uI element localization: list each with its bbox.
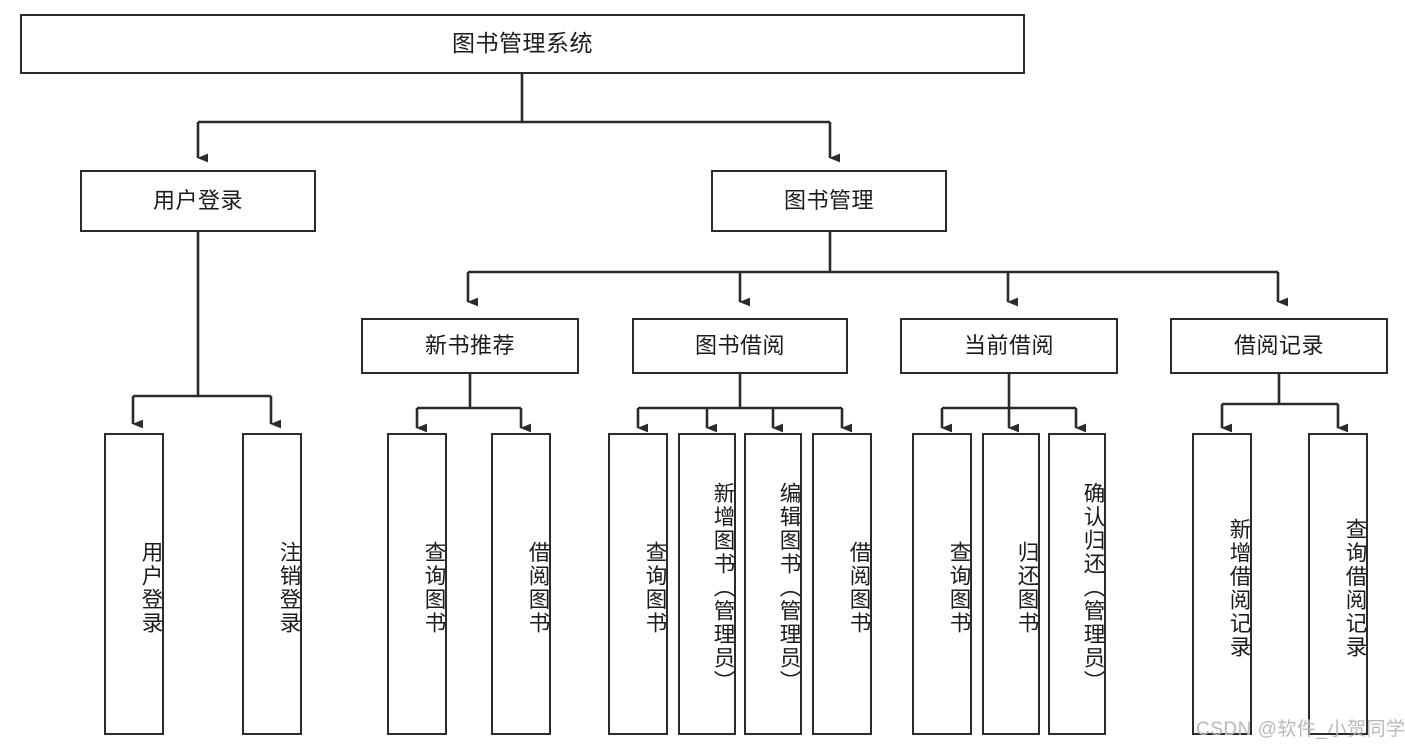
leaf-query-book-recommend[interactable]: 查询图书 bbox=[387, 433, 447, 735]
node-label: 归还图书 bbox=[1015, 541, 1039, 635]
node-label: 查询图书 bbox=[947, 541, 971, 635]
leaf-query-borrow-record[interactable]: 查询借阅记录 bbox=[1308, 433, 1368, 735]
node-label: 查询借阅记录 bbox=[1343, 517, 1367, 659]
node-new-book-recommend[interactable]: 新书推荐 bbox=[361, 318, 579, 374]
leaf-add-book-admin[interactable]: 新增图书（管理员） bbox=[678, 433, 736, 735]
node-book-borrow[interactable]: 图书借阅 bbox=[632, 318, 848, 374]
node-label: 借阅记录 bbox=[1233, 332, 1324, 358]
node-label: 查询图书 bbox=[422, 541, 446, 635]
node-label: 确认归还（管理员） bbox=[1081, 482, 1105, 694]
leaf-borrow-book[interactable]: 借阅图书 bbox=[812, 433, 872, 735]
node-label: 编辑图书（管理员） bbox=[777, 482, 801, 694]
node-label: 用户登录 bbox=[139, 541, 163, 635]
leaf-user-login[interactable]: 用户登录 bbox=[104, 433, 164, 735]
node-label: 图书管理 bbox=[783, 187, 874, 213]
leaf-add-borrow-record[interactable]: 新增借阅记录 bbox=[1192, 433, 1252, 735]
node-label: 查询图书 bbox=[643, 541, 667, 635]
leaf-return-book[interactable]: 归还图书 bbox=[982, 433, 1040, 735]
leaf-user-logout[interactable]: 注销登录 bbox=[242, 433, 302, 735]
node-label: 新增借阅记录 bbox=[1227, 517, 1251, 659]
leaf-borrow-book-recommend[interactable]: 借阅图书 bbox=[491, 433, 551, 735]
node-label: 图书管理系统 bbox=[452, 30, 593, 57]
node-borrow-record[interactable]: 借阅记录 bbox=[1170, 318, 1388, 374]
leaf-confirm-return-admin[interactable]: 确认归还（管理员） bbox=[1048, 433, 1106, 735]
leaf-edit-book-admin[interactable]: 编辑图书（管理员） bbox=[744, 433, 802, 735]
node-label: 注销登录 bbox=[277, 541, 301, 635]
node-root-system[interactable]: 图书管理系统 bbox=[20, 14, 1025, 74]
node-label: 用户登录 bbox=[152, 187, 243, 213]
node-user-login[interactable]: 用户登录 bbox=[80, 170, 316, 232]
node-book-management[interactable]: 图书管理 bbox=[711, 170, 947, 232]
node-label: 新书推荐 bbox=[424, 332, 515, 358]
node-label: 借阅图书 bbox=[526, 541, 550, 635]
node-label: 当前借阅 bbox=[963, 332, 1054, 358]
node-label: 图书借阅 bbox=[694, 332, 785, 358]
leaf-query-book-borrow[interactable]: 查询图书 bbox=[608, 433, 668, 735]
node-current-borrow[interactable]: 当前借阅 bbox=[900, 318, 1118, 374]
node-label: 借阅图书 bbox=[847, 541, 871, 635]
leaf-query-book-current[interactable]: 查询图书 bbox=[912, 433, 972, 735]
csdn-watermark: CSDN @软件_小贺同学 bbox=[1196, 719, 1405, 740]
node-label: 新增图书（管理员） bbox=[711, 482, 735, 694]
